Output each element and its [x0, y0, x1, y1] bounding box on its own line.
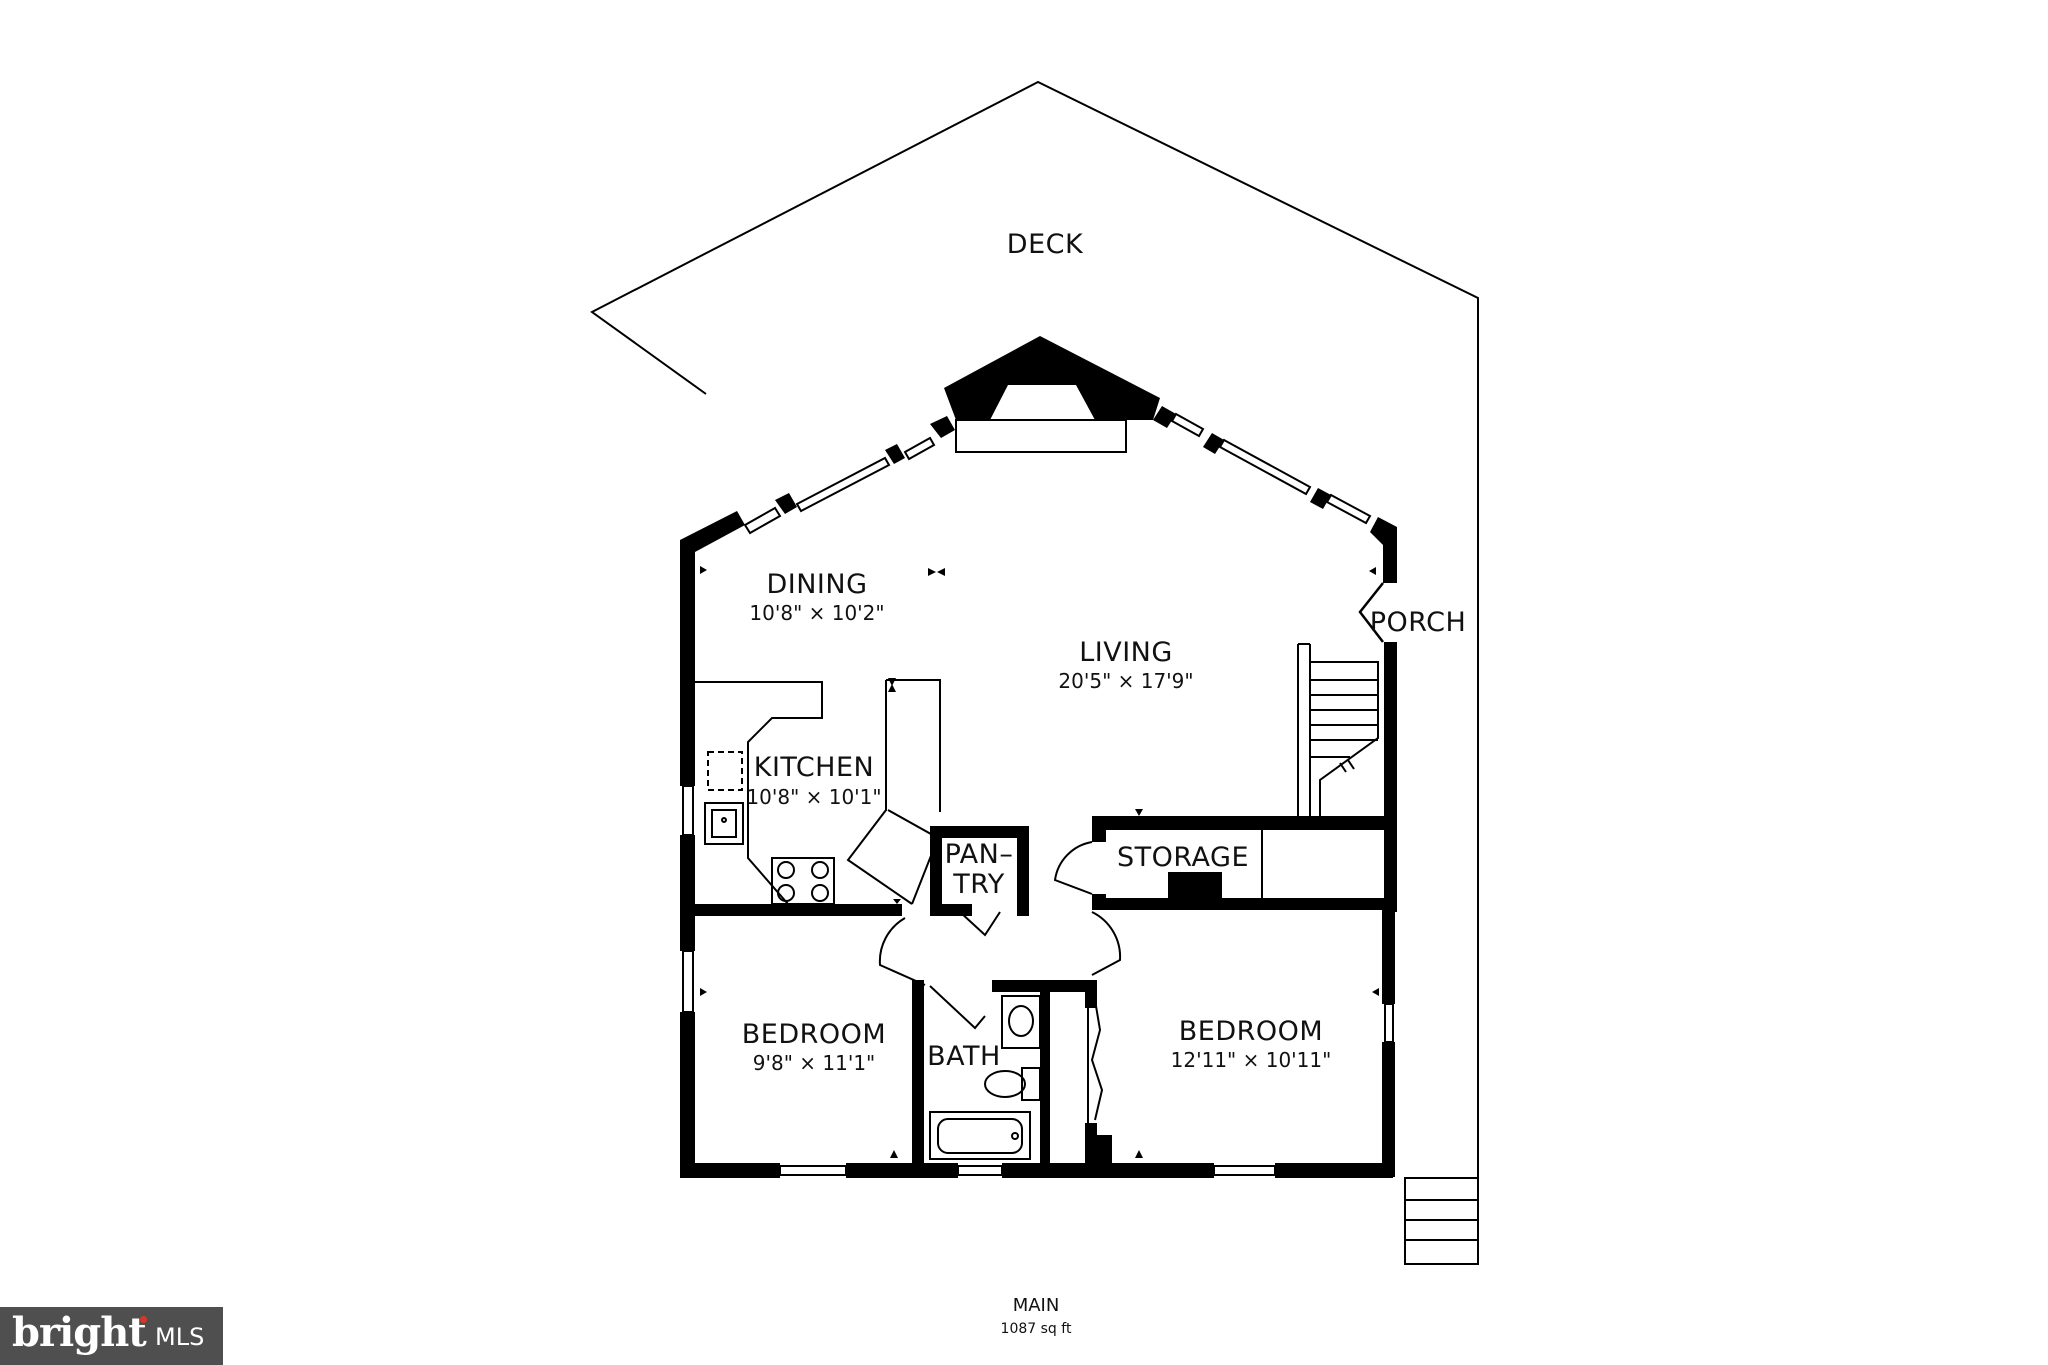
porch-label: PORCH [1370, 607, 1467, 638]
interior-walls [680, 816, 1392, 1177]
door-swings [878, 841, 1122, 1123]
deck-label: DECK [1007, 229, 1084, 260]
dining-label: DINING [766, 569, 867, 600]
watermark-brand: bright [12, 1309, 147, 1356]
dimension-markers [700, 566, 1379, 1158]
stairs [1297, 643, 1379, 816]
windows [682, 412, 1394, 1176]
watermark-dot-icon [140, 1316, 147, 1323]
storage-label: STORAGE [1117, 842, 1249, 873]
exterior-walls [680, 336, 1397, 1178]
bright-mls-watermark: bright MLS [0, 1307, 223, 1365]
pantry-label-line2: TRY [952, 869, 1005, 900]
entry-steps [1404, 1177, 1479, 1265]
bedroom-left-label: BEDROOM [742, 1019, 886, 1050]
bath-fixtures [929, 995, 1041, 1160]
kitchen-counters [695, 679, 941, 905]
bath-label: BATH [927, 1041, 1001, 1072]
dining-dimensions: 10'8" × 10'2" [749, 601, 884, 625]
floor-area: 1087 sq ft [1001, 1321, 1072, 1337]
bedroom-left-dimensions: 9'8" × 11'1" [753, 1051, 876, 1075]
watermark-suffix: MLS [155, 1323, 205, 1351]
living-dimensions: 20'5" × 17'9" [1058, 669, 1193, 693]
kitchen-dimensions: 10'8" × 10'1" [746, 785, 881, 809]
kitchen-label: KITCHEN [754, 752, 875, 783]
living-label: LIVING [1079, 637, 1173, 668]
floor-name: MAIN [1013, 1295, 1060, 1316]
pantry-label-line1: PAN– [945, 839, 1014, 870]
bedroom-right-dimensions: 12'11" × 10'11" [1171, 1048, 1332, 1072]
bedroom-right-label: BEDROOM [1179, 1016, 1323, 1047]
porch-door [1358, 582, 1384, 643]
